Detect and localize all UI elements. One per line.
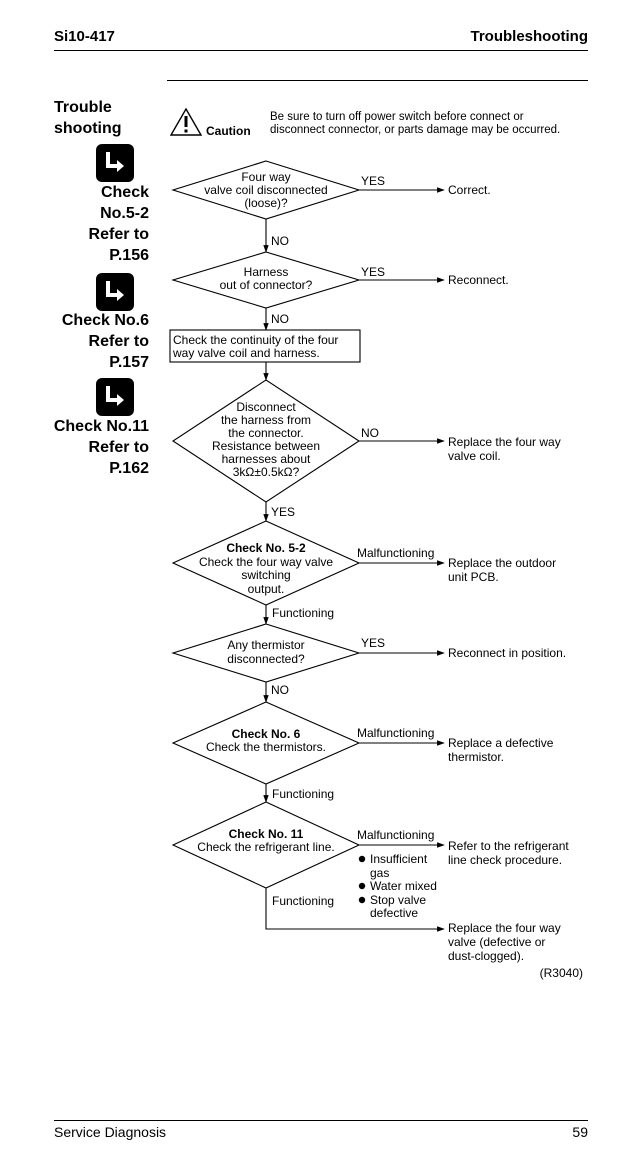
- d6-text: Check the thermistors.: [206, 740, 326, 754]
- process-text: Check the continuity of the four: [173, 333, 338, 347]
- flow-connector: [265, 888, 445, 932]
- d5-text: Any thermistor: [227, 638, 304, 652]
- malfunction-label: Malfunctioning: [357, 546, 434, 560]
- result-text: Replace the four way: [448, 435, 561, 449]
- d3-text: the connector.: [228, 426, 303, 440]
- result-text: Replace the four way: [448, 921, 561, 935]
- d4-text: Check the four way valve: [199, 555, 333, 569]
- d1-text: (loose)?: [244, 196, 288, 210]
- sidebar-check-5-2: Check No.5-2 Refer to P.156: [88, 184, 149, 264]
- d2-text: Harness: [244, 265, 289, 279]
- bullet-icon: [358, 896, 366, 904]
- result-text: Reconnect.: [448, 273, 509, 287]
- check-reference-icon: [96, 144, 134, 182]
- cause-text: Stop valve: [370, 893, 426, 907]
- d6-text: Check No. 6: [232, 727, 301, 741]
- no-label: NO: [271, 683, 289, 697]
- result-text: valve (defective or: [448, 935, 545, 949]
- caution-text: Be sure to turn off power switch before …: [270, 111, 561, 136]
- check-reference-icon: [96, 273, 134, 311]
- d3-text: Disconnect: [236, 400, 296, 414]
- no-label: NO: [271, 312, 289, 326]
- d2-text: out of connector?: [220, 278, 313, 292]
- footer-title: Service Diagnosis: [54, 1124, 167, 1140]
- section-title: Troubleshooting: [470, 28, 589, 45]
- caution-icon: [169, 107, 203, 136]
- d5-text: disconnected?: [227, 652, 305, 666]
- functioning-label: Functioning: [272, 606, 334, 620]
- caution-label: Caution: [206, 124, 251, 138]
- d1-text: Four way: [241, 170, 290, 184]
- process-text: way valve coil and harness.: [172, 346, 320, 360]
- page-number: 59: [572, 1124, 588, 1140]
- figure-id: (R3040): [540, 966, 583, 980]
- cause-text: gas: [370, 866, 389, 880]
- d3-text: the harness from: [221, 413, 311, 427]
- d4-text: switching: [241, 568, 290, 582]
- yes-label: YES: [361, 174, 385, 188]
- bullet-icon: [358, 882, 366, 890]
- result-text: Replace a defective: [448, 736, 554, 750]
- functioning-label: Functioning: [272, 787, 334, 801]
- d4-text: Check No. 5-2: [226, 541, 306, 555]
- d3-text: 3kΩ±0.5kΩ?: [233, 465, 300, 479]
- check-reference-icon: [96, 378, 134, 416]
- cause-text: Insufficient: [370, 852, 428, 866]
- d7-text: Check No. 11: [229, 827, 304, 841]
- result-text: thermistor.: [448, 750, 504, 764]
- yes-label: YES: [361, 265, 385, 279]
- footer-rule: [54, 1120, 588, 1121]
- bullet-icon: [358, 855, 366, 863]
- d1-text: valve coil disconnected: [204, 183, 327, 197]
- result-text: Reconnect in position.: [448, 646, 566, 660]
- result-text: dust-clogged).: [448, 949, 524, 963]
- functioning-label: Functioning: [272, 894, 334, 908]
- result-text: unit PCB.: [448, 570, 499, 584]
- yes-label: YES: [361, 636, 385, 650]
- no-label: NO: [271, 234, 289, 248]
- result-text: Correct.: [448, 183, 491, 197]
- result-text: Refer to the refrigerant: [448, 839, 569, 853]
- malfunction-label: Malfunctioning: [357, 726, 434, 740]
- yes-label: YES: [271, 505, 295, 519]
- malfunction-label: Malfunctioning: [357, 828, 434, 842]
- d3-text: Resistance between: [212, 439, 320, 453]
- cause-text: Water mixed: [370, 879, 437, 893]
- sidebar-title: Trouble shooting: [54, 99, 122, 137]
- result-text: valve coil.: [448, 449, 501, 463]
- d4-text: output.: [248, 582, 285, 596]
- result-text: line check procedure.: [448, 853, 562, 867]
- no-label: NO: [361, 426, 379, 440]
- result-text: Replace the outdoor: [448, 556, 556, 570]
- doc-id: Si10-417: [54, 28, 115, 45]
- header-rule: [54, 50, 588, 51]
- sidebar-check-6: Check No.6 Refer to P.157: [61, 312, 149, 371]
- sidebar-check-11: Check No.11 Refer to P.162: [53, 418, 149, 477]
- content-top-rule: [167, 80, 588, 81]
- d7-text: Check the refrigerant line.: [197, 840, 334, 854]
- cause-text: defective: [370, 906, 418, 920]
- d3-text: harnesses about: [222, 452, 311, 466]
